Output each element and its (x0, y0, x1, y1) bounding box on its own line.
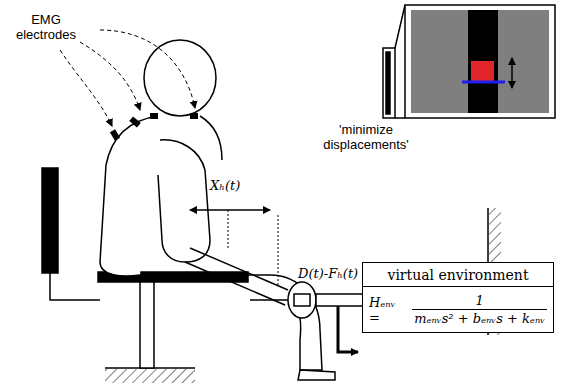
instruction-note: 'minimize displacements' (318, 122, 414, 152)
formula-lhs: Hₑₙᵥ = (369, 295, 408, 325)
transfer-function: Hₑₙᵥ =1mₑₙᵥs² + bₑₙᵥs + kₑₙᵥ (369, 293, 547, 326)
box-heading: virtual environment (363, 267, 553, 287)
signal-label: D(t)-Fₕ(t) (298, 266, 358, 281)
callout-label: EMG electrodes (6, 12, 86, 42)
signal-label: Xₕ(t) (210, 178, 240, 193)
denominator: mₑₙᵥs² + bₑₙᵥs + kₑₙᵥ (412, 309, 547, 326)
formula-box: virtual environmentHₑₙᵥ =1mₑₙᵥs² + bₑₙᵥs… (362, 262, 554, 333)
numerator: 1 (471, 293, 487, 309)
fraction: 1mₑₙᵥs² + bₑₙᵥs + kₑₙᵥ (412, 293, 547, 326)
